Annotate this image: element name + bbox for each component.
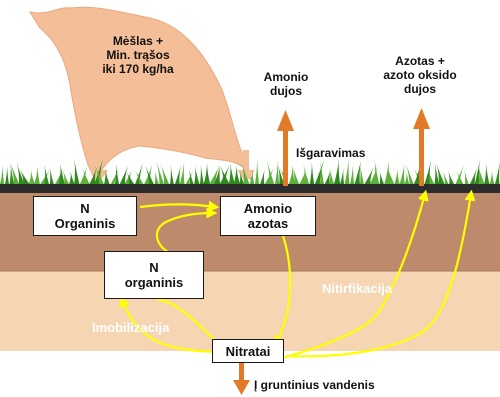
nitrogen-oxides-line-2: azoto oksido [364,68,476,82]
groundwater-label: Į gruntinius vandenis [254,378,375,392]
evaporation-label: Išgaravimas [296,146,365,160]
grass-blade [233,165,241,186]
grass-blade [255,159,260,186]
grass-blade [344,159,350,186]
organic-nitrogen-bottom-box: N organinis [104,251,204,299]
organic-nitrogen-bottom-line-1: N [149,260,158,275]
nitrates-box: Nitratai [212,339,284,363]
grass-blade [179,162,184,186]
manure-label: Mėšlas + Min. trąšos iki 170 kg/ha [78,34,198,76]
ammonia-gas-line-2: dujos [248,84,324,98]
grass-blade [50,167,55,186]
ammonium-nitrogen-box: Amonio azotas [220,196,316,236]
grass-blade [329,168,335,186]
grass-blade [478,165,486,186]
grass-blade [174,166,181,186]
grass-blade [350,164,355,186]
manure-label-line-3: iki 170 kg/ha [78,62,198,76]
grass-blade [354,160,361,186]
grass-blade [394,169,400,186]
orange-down-arrow-icon [233,362,250,395]
nitrates-label: Nitratai [226,344,271,359]
manure-label-line-2: Min. trąšos [78,48,198,62]
ammonium-line-2: azotas [248,216,288,231]
organic-nitrogen-top-box: N Organinis [33,196,137,236]
grass-blade [194,166,200,186]
grass-blade [360,163,365,186]
grass-blade [275,159,280,186]
grass-blade [5,166,10,186]
grass-blade [429,172,436,186]
grass-blade [494,161,500,186]
ammonium-line-1: Amonio [244,201,292,216]
grass-blade [74,159,80,186]
grass-blade [170,165,174,186]
grass-blade [259,169,264,186]
grass-blade [489,171,495,186]
orange-up-arrow-icon [413,108,430,186]
grass-blade [309,162,314,186]
grass-blade [324,170,331,186]
organic-nitrogen-top-line-2: Organinis [55,216,116,231]
grass-blade [115,164,120,186]
grass-blade [203,163,211,186]
grass-blade [484,163,490,186]
grass-blade [340,168,345,186]
grass-blade [448,171,455,186]
nitrogen-oxides-label: Azotas + azoto oksido dujos [364,54,476,96]
ammonia-gas-line-1: Amonio [248,70,324,84]
ammonia-gas-label: Amonio dujos [248,70,324,98]
grass-blade [200,165,205,186]
grass-blade [0,165,4,186]
organic-nitrogen-top-line-1: N [80,201,89,216]
grass-blade [333,159,340,186]
grass-blade [464,170,469,186]
grass-blade [399,164,405,186]
manure-label-line-1: Mėšlas + [78,34,198,48]
nitrification-label: Nitirfikacija [322,281,392,296]
nitrogen-oxides-line-1: Azotas + [364,54,476,68]
nitrogen-oxides-line-3: dujos [364,82,476,96]
soil-surface-strip [0,184,500,193]
immobilization-label: Imobilizacija [92,320,169,335]
grass-blade [34,166,41,186]
organic-nitrogen-bottom-line-2: organinis [125,275,184,290]
grass-blade [379,171,385,186]
